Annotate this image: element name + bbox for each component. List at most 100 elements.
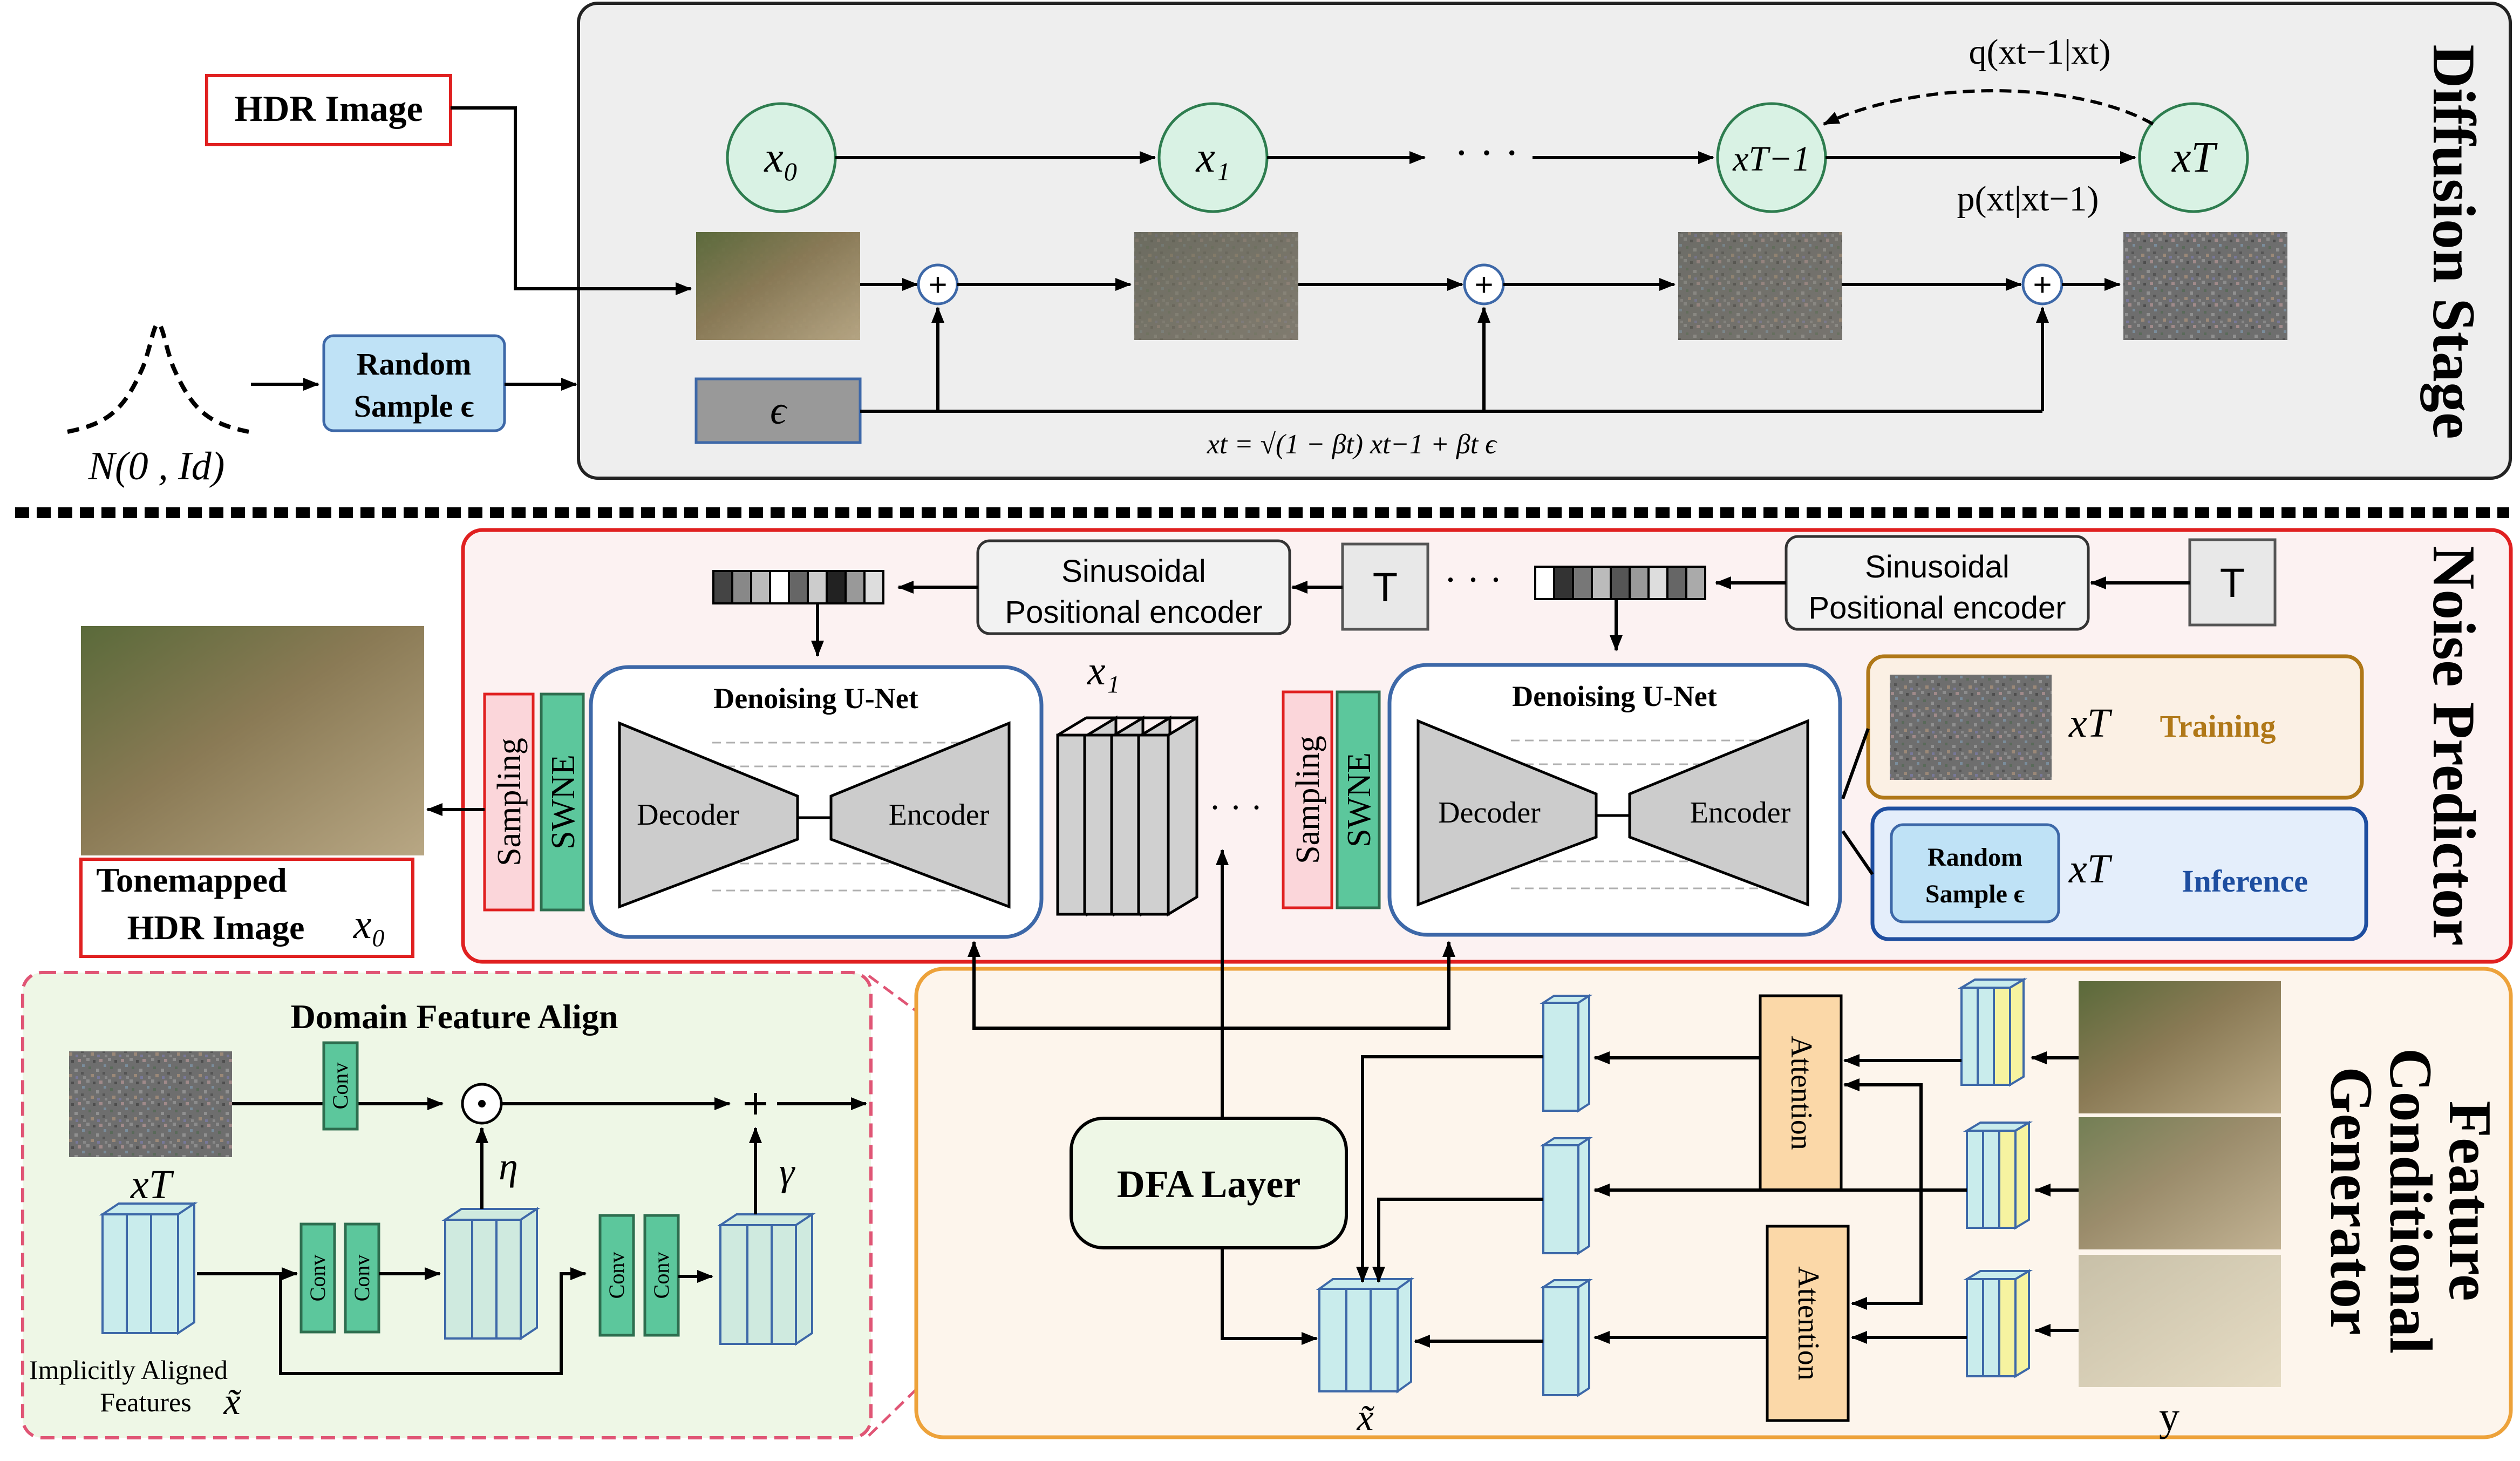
implicit-x-tilde: x̃ — [223, 1381, 241, 1423]
feature-stack — [1056, 715, 1198, 917]
t-label-right: T — [2220, 560, 2245, 606]
conv-top — [322, 1041, 359, 1131]
attention-top-label: Attention — [1785, 1036, 1818, 1150]
input-image-1 — [2079, 981, 2281, 1113]
encoder-dots: · · · — [1444, 558, 1502, 601]
hdr-image-label: HDR Image — [234, 88, 423, 129]
generator-title-line3: Generator — [2318, 1066, 2385, 1335]
eta-label: η — [499, 1145, 518, 1188]
conv-mid-2-label: Conv — [350, 1255, 374, 1302]
unet-left-title: Denoising U-Net — [713, 682, 918, 715]
sampling-right-label: Sampling — [1290, 736, 1326, 864]
unet-right-decoder-label: Decoder — [1438, 796, 1541, 830]
unet-left-decoder — [618, 721, 799, 909]
dfa-title: Domain Feature Align — [291, 997, 618, 1036]
feature-conditional-generator: Feature Conditional Generator DFA Layer … — [914, 849, 2513, 1439]
node-xT-1-label: xT−1 — [1732, 139, 1810, 179]
plus-sign-2: + — [1474, 267, 1493, 303]
dfa-cube-eta — [441, 1207, 541, 1341]
swne-right — [1336, 690, 1381, 909]
embedding-vector-right — [1534, 566, 1706, 600]
aggregate-x-tilde: x̃ — [1356, 1397, 1374, 1439]
sampling-left — [483, 692, 535, 912]
domain-feature-align: Domain Feature Align xT Conv + Conv Conv — [21, 971, 873, 1439]
generator-title-line2: Conditional — [2377, 1048, 2444, 1354]
output-label-line2: HDR Image — [127, 908, 305, 947]
inference-random-line2: Sample ϵ — [1925, 880, 2025, 908]
conv-right-1-label: Conv — [604, 1252, 629, 1299]
dfa-cube-gamma — [717, 1212, 816, 1346]
training-noise-image — [1890, 675, 2052, 780]
conv-right-2-label: Conv — [649, 1252, 673, 1299]
unet-right-encoder — [1628, 719, 1809, 907]
swne-left-label: SWNE — [545, 755, 582, 850]
gamma-label: γ — [779, 1150, 795, 1193]
unet-right-encoder-label: Encoder — [1690, 796, 1791, 830]
node-xT-label: xT — [2171, 134, 2218, 181]
inference-label: Inference — [2182, 864, 2308, 899]
mid-cube-2 — [1540, 1136, 1593, 1255]
sampling-left-label: Sampling — [491, 738, 528, 866]
mid-cube-3 — [1540, 1278, 1593, 1397]
attention-bottom-label: Attention — [1792, 1266, 1825, 1381]
diffusion-stage: Diffusion Stage HDR Image N(0 , Id) Rand… — [67, 2, 2512, 488]
gaussian-curve — [67, 321, 249, 434]
node-x0-label: x₀ — [764, 134, 798, 181]
sinusoidal-left-line1: Sinusoidal — [1061, 554, 1206, 589]
implicit-label-line1: Implicitly Aligned — [29, 1355, 228, 1385]
output-image — [81, 626, 424, 855]
hdr-image-box — [205, 74, 452, 146]
embedding-vector-left — [712, 570, 884, 604]
t-label-left: T — [1373, 565, 1398, 610]
plus-sign-1: + — [928, 267, 947, 303]
random-sample-line2: Sample ϵ — [354, 389, 474, 424]
output-x0: x₀ — [353, 902, 386, 947]
input-image-2 — [2079, 1117, 2281, 1249]
conv-mid-1 — [299, 1222, 336, 1334]
diffusion-title: Diffusion Stage — [2420, 44, 2487, 439]
conv-right-2 — [643, 1214, 680, 1337]
dfa-xT: xT — [130, 1162, 174, 1207]
image-pure-noise — [2123, 232, 2287, 340]
inference-random-sample — [1890, 823, 2060, 923]
unet-left-encoder-label: Encoder — [889, 798, 990, 832]
unet-left-encoder — [829, 721, 1011, 909]
swne-left — [540, 692, 585, 912]
sinusoidal-right-line2: Positional encoder — [1808, 590, 2066, 626]
sinusoidal-left-line2: Positional encoder — [1005, 595, 1262, 630]
dfa-layer-box — [1070, 1117, 1348, 1249]
p-label: p(xt|xt−1) — [1957, 179, 2099, 219]
dfa-cube-input — [99, 1201, 198, 1335]
aggregate-cube — [1316, 1277, 1415, 1394]
implicit-label-line2: Features — [100, 1387, 191, 1417]
reverse-arrow — [1823, 89, 2154, 126]
diffusion-ellipsis: · · · — [1454, 130, 1519, 177]
x1-label: x₁ — [1087, 648, 1120, 694]
unet-left-decoder-label: Decoder — [637, 798, 739, 832]
sinusoidal-right-line1: Sinusoidal — [1865, 549, 2010, 585]
epsilon-label: ϵ — [770, 389, 788, 433]
conv-top-label: Conv — [328, 1063, 352, 1110]
gaussian-label: N(0 , Id) — [88, 444, 225, 488]
random-sample-line1: Random — [357, 346, 472, 382]
plus-node: + — [743, 1079, 768, 1128]
dfa-noise-image — [69, 1051, 232, 1157]
training-label: Training — [2160, 709, 2276, 744]
conv-right-1 — [598, 1214, 635, 1337]
sampling-right — [1282, 690, 1333, 909]
node-xT — [2138, 102, 2249, 213]
output-label-box — [79, 858, 414, 958]
generator-title-line1: Feature — [2436, 1100, 2503, 1301]
mid-cube-1 — [1540, 994, 1593, 1113]
conv-mid-1-label: Conv — [305, 1255, 330, 1302]
attention-bottom — [1766, 1225, 1850, 1422]
swne-right-label: SWNE — [1341, 752, 1378, 847]
stack-dots: · · · — [1209, 788, 1263, 827]
dfa-layer-label: DFA Layer — [1117, 1163, 1301, 1206]
diffusion-panel — [577, 2, 2512, 480]
node-x1-label: x₁ — [1195, 134, 1230, 181]
input-cube-3 — [1963, 1269, 2033, 1378]
plus-sign-3: + — [2033, 267, 2052, 303]
noise-predictor: Noise Predictor T Sinusoidal Positional … — [79, 528, 2513, 964]
